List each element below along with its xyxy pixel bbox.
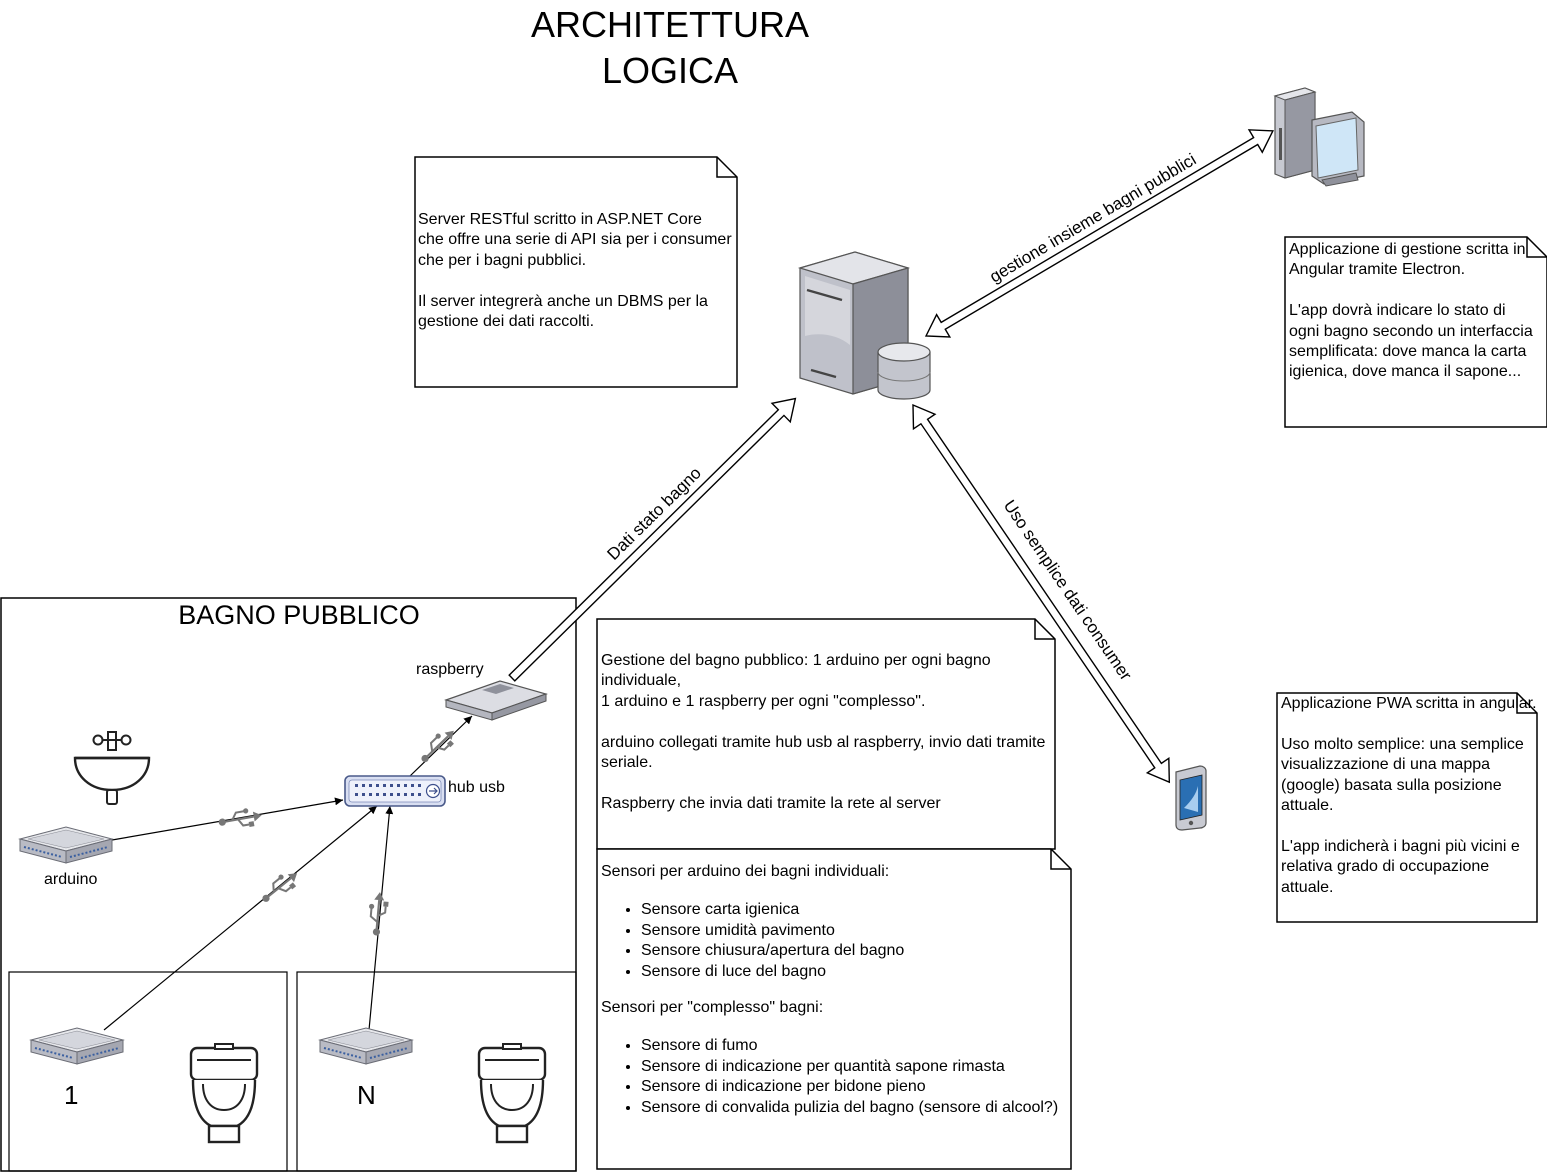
list-item: Sensore di convalida pulizia del bagno (… xyxy=(641,1098,1063,1118)
arduino-label: arduino xyxy=(44,871,98,888)
list-item: Sensore di luce del bagno xyxy=(641,962,1063,982)
title-line-2: LOGICA xyxy=(601,50,739,91)
board-device-icon xyxy=(19,826,113,864)
usb-icon xyxy=(414,722,462,769)
list-item: Sensore umidità pavimento xyxy=(641,921,1063,941)
arrow-management xyxy=(924,129,1274,338)
server-database-icon xyxy=(797,251,931,400)
server-note-text: Server RESTful scritto in ASP.NET Core c… xyxy=(418,211,732,331)
stall-1-label: 1 xyxy=(64,1080,79,1110)
usb-icon xyxy=(215,804,265,834)
edge-label-bathroom-status: Dati stato bagno xyxy=(603,463,704,563)
arrow-bathroom-status xyxy=(508,397,797,682)
usb-hub-icon xyxy=(344,775,446,807)
sensors-note-box xyxy=(596,848,1072,1170)
list-item: Sensore carta igienica xyxy=(641,900,1063,920)
toilet-icon xyxy=(189,1042,259,1144)
stall-1-container xyxy=(8,971,288,1172)
list-item: Sensore di indicazione per bidone pieno xyxy=(641,1077,1063,1097)
sensors-complex-list: Sensore di fumo Sensore di indicazione p… xyxy=(601,1036,1063,1118)
toilet-icon xyxy=(477,1042,547,1144)
sensors-complex-heading: Sensori per "complesso" bagni: xyxy=(601,999,824,1017)
usb-line-stall-n xyxy=(368,805,394,1031)
page-title: ARCHITETTURA LOGICA xyxy=(500,2,840,94)
bathroom-container xyxy=(0,597,577,1172)
raspberry-label: raspberry xyxy=(416,661,484,678)
bathroom-management-note-box xyxy=(596,618,1056,850)
sensors-note-text: Sensori per arduino dei bagni individual… xyxy=(601,862,1063,1128)
pwa-app-note-text: Applicazione PWA scritta in angular. Uso… xyxy=(1281,695,1537,896)
desktop-computer-icon xyxy=(1273,87,1365,187)
management-app-note-box xyxy=(1284,236,1547,428)
pwa-app-note-box xyxy=(1276,692,1538,923)
hub-label: hub usb xyxy=(448,779,505,796)
edge-label-management: gestione insieme bagni pubblici xyxy=(986,150,1199,287)
board-device-icon xyxy=(319,1027,413,1065)
management-app-note-text: Applicazione di gestione scritta in Angu… xyxy=(1289,241,1533,381)
usb-line-arduino xyxy=(111,797,344,841)
usb-line-stall-1 xyxy=(103,805,378,1031)
sensors-individual-list: Sensore carta igienica Sensore umidità p… xyxy=(601,900,1063,982)
list-item: Sensore chiusura/apertura del bagno xyxy=(641,941,1063,961)
rack-device-icon xyxy=(444,680,548,721)
bathroom-management-note-text: Gestione del bagno pubblico: 1 arduino p… xyxy=(601,652,1046,812)
sensors-individual-heading: Sensori per arduino dei bagni individual… xyxy=(601,863,890,880)
usb-icon xyxy=(365,890,391,938)
sink-icon xyxy=(73,731,151,805)
arrow-consumer xyxy=(912,403,1171,784)
usb-line-hub-raspberry xyxy=(409,715,473,777)
server-note-box xyxy=(414,156,738,388)
stall-n-label: N xyxy=(357,1080,376,1110)
title-line-1: ARCHITETTURA xyxy=(531,4,809,45)
bathroom-title: BAGNO PUBBLICO xyxy=(178,600,420,630)
stall-n-container xyxy=(296,971,577,1172)
list-item: Sensore di indicazione per quantità sapo… xyxy=(641,1057,1063,1077)
smartphone-icon xyxy=(1175,765,1207,831)
board-device-icon xyxy=(30,1027,124,1065)
list-item: Sensore di fumo xyxy=(641,1036,1063,1056)
